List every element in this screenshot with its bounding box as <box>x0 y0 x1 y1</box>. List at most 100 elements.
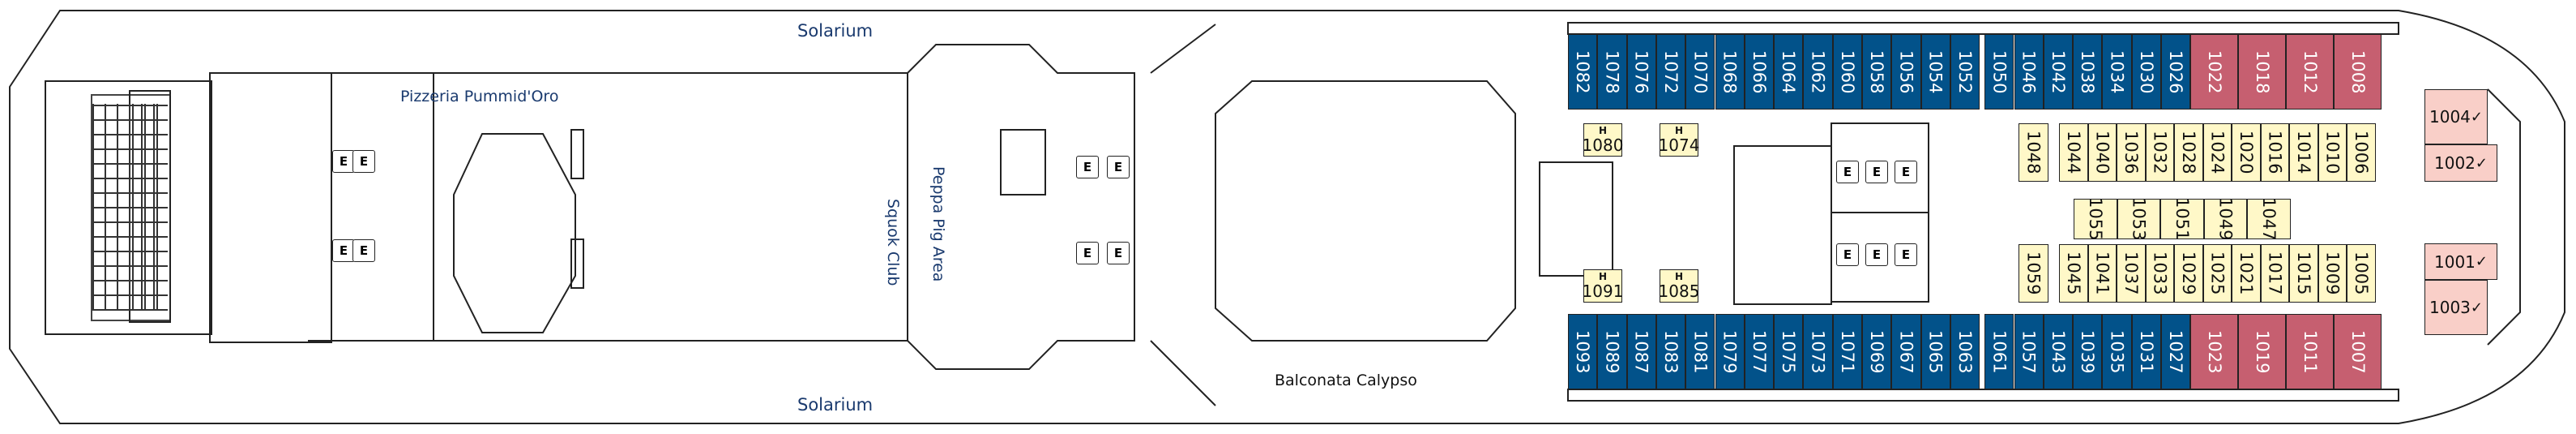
elevator-icon: E <box>1107 242 1130 264</box>
cabin[interactable]: 1058 <box>1862 34 1892 110</box>
cabin[interactable]: 1024 <box>2202 123 2232 182</box>
cabin[interactable]: 1009 <box>2318 244 2347 303</box>
cabin[interactable]: 1035 <box>2102 314 2132 389</box>
cabin[interactable]: 1016 <box>2260 123 2289 182</box>
cabin[interactable]: 1043 <box>2043 314 2074 389</box>
cabin[interactable]: 1038 <box>2073 34 2103 110</box>
cabin[interactable]: 1067 <box>1891 314 1921 389</box>
cabin[interactable]: 1039 <box>2073 314 2103 389</box>
cabin[interactable]: 1061 <box>1984 314 2014 389</box>
cabin[interactable]: 1007 <box>2334 314 2382 389</box>
cabin[interactable]: 1005 <box>2347 244 2376 303</box>
cabin[interactable]: 1029 <box>2174 244 2203 303</box>
cabin[interactable]: 1047 <box>2247 197 2291 241</box>
cabin[interactable]: 1051 <box>2160 197 2204 241</box>
cabin[interactable]: 1002✓ <box>2424 144 2497 182</box>
cabin-number: 1049 <box>2215 197 2236 241</box>
seating-grid <box>132 104 168 311</box>
cabin[interactable]: 1072 <box>1655 34 1686 110</box>
cabin[interactable]: 1010 <box>2318 123 2347 182</box>
cabin[interactable]: 1004✓ <box>2424 89 2488 144</box>
cabin[interactable]: 1077 <box>1744 314 1775 389</box>
cabin[interactable]: 1027 <box>2161 314 2191 389</box>
cabin[interactable]: 1049 <box>2203 197 2247 241</box>
cabin-number: 1029 <box>2178 251 2198 295</box>
cabin[interactable]: 1079 <box>1715 314 1745 389</box>
cabin[interactable]: 1037 <box>2117 244 2146 303</box>
cabin[interactable]: 1078 <box>1597 34 1627 110</box>
cabin[interactable]: 1001✓ <box>2424 243 2497 280</box>
cabin[interactable]: 1054 <box>1920 34 1950 110</box>
cabin[interactable]: 1083 <box>1655 314 1686 389</box>
cabin[interactable]: 1046 <box>2014 34 2044 110</box>
cabin[interactable]: 1071 <box>1832 314 1862 389</box>
cabin-number: 1080 <box>1582 135 1624 155</box>
cabin-number: 1036 <box>2121 131 2141 174</box>
cabin[interactable]: 1012 <box>2286 34 2335 110</box>
cabin[interactable]: 1066 <box>1744 34 1775 110</box>
cabin[interactable]: 1036 <box>2117 123 2146 182</box>
cabin[interactable]: 1019 <box>2238 314 2287 389</box>
cabin[interactable]: 1056 <box>1891 34 1921 110</box>
cabin[interactable]: 1023 <box>2190 314 2239 389</box>
cabin[interactable]: 1055 <box>2074 197 2117 241</box>
cabin[interactable]: 1021 <box>2232 244 2261 303</box>
cabin[interactable]: 1044 <box>2059 123 2088 182</box>
cabin[interactable]: 1060 <box>1832 34 1862 110</box>
cabin[interactable]: 1018 <box>2238 34 2287 110</box>
cabin-number: 1021 <box>2236 251 2256 295</box>
cabin[interactable]: 1059 <box>2019 244 2048 303</box>
cabin[interactable]: 1011 <box>2286 314 2335 389</box>
cabin-number: 1033 <box>2150 251 2170 295</box>
cabin[interactable]: 1034 <box>2102 34 2132 110</box>
cabin[interactable]: 1087 <box>1626 314 1656 389</box>
cabin[interactable]: 1014 <box>2289 123 2318 182</box>
cabin[interactable]: 1082 <box>1568 34 1598 110</box>
cabin[interactable]: 1040 <box>2087 123 2117 182</box>
cabin[interactable]: 1032 <box>2145 123 2174 182</box>
cabin-number: 1003 <box>2429 298 2471 317</box>
cabin[interactable]: 1065 <box>1920 314 1950 389</box>
cabin[interactable]: 1020 <box>2232 123 2261 182</box>
cabin[interactable]: 1081 <box>1685 314 1715 389</box>
check-icon: ✓ <box>2470 299 2483 316</box>
cabin-number: 1007 <box>2347 329 2368 374</box>
cabin[interactable]: 1028 <box>2174 123 2203 182</box>
cabin[interactable]: 1069 <box>1862 314 1892 389</box>
cabin[interactable]: 1076 <box>1626 34 1656 110</box>
cabin[interactable]: 1064 <box>1774 34 1804 110</box>
cabin[interactable]: 1003✓ <box>2424 280 2488 335</box>
cabin-number: 1062 <box>1808 49 1828 94</box>
cabin[interactable]: 1048 <box>2019 123 2048 182</box>
cabin[interactable]: 1062 <box>1803 34 1833 110</box>
cabin[interactable]: 1057 <box>2014 314 2044 389</box>
cabin[interactable]: 1050 <box>1984 34 2014 110</box>
cabin-number: 1067 <box>1896 329 1916 374</box>
cabin[interactable]: 1045 <box>2059 244 2088 303</box>
cabin[interactable]: 1073 <box>1803 314 1833 389</box>
cabin[interactable]: 1006 <box>2347 123 2376 182</box>
cabin[interactable]: 1041 <box>2087 244 2117 303</box>
cabin[interactable]: 1031 <box>2131 314 2161 389</box>
cabin[interactable]: 1022 <box>2190 34 2239 110</box>
cabin[interactable]: 1063 <box>1950 314 1980 389</box>
cabin[interactable]: 1093 <box>1568 314 1598 389</box>
cabin[interactable]: 1033 <box>2145 244 2174 303</box>
cabin[interactable]: 1025 <box>2202 244 2232 303</box>
cabin[interactable]: 1042 <box>2043 34 2074 110</box>
cabin[interactable]: 1068 <box>1715 34 1745 110</box>
cabin[interactable]: 1053 <box>2117 197 2160 241</box>
cabin[interactable]: 1015 <box>2289 244 2318 303</box>
cabin[interactable]: 1008 <box>2334 34 2382 110</box>
cabin[interactable]: 1030 <box>2131 34 2161 110</box>
cabin[interactable]: 1017 <box>2260 244 2289 303</box>
cabin[interactable]: 1070 <box>1685 34 1715 110</box>
cabin[interactable]: 1052 <box>1950 34 1980 110</box>
cabin[interactable]: 1089 <box>1597 314 1627 389</box>
cabin[interactable]: 1075 <box>1774 314 1804 389</box>
cabin[interactable]: 1026 <box>2161 34 2191 110</box>
